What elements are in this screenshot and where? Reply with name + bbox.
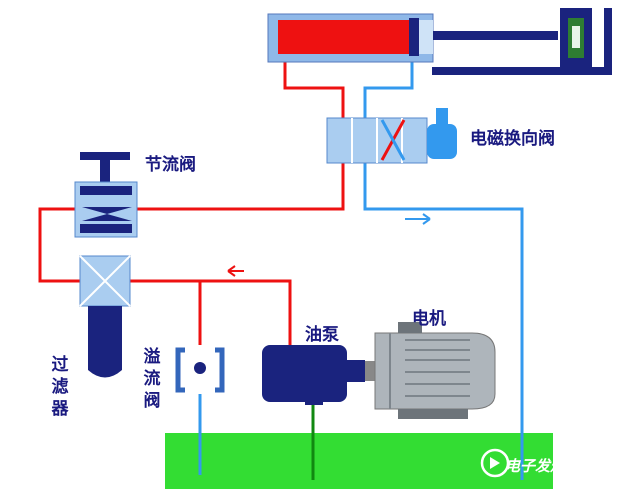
label-motor: 电机 [412,309,446,329]
throttle-valve [74,152,138,238]
watermark-logo [480,448,510,478]
flow-arrow-return [405,213,431,225]
watermark-text: 电子发烧友 [505,457,581,475]
relief-valve [175,345,225,394]
load-clamp [432,8,612,75]
label-relief-valve: 溢流阀 [143,347,161,411]
solenoid-valve [326,108,457,164]
pressure-lines [38,55,345,350]
piston-rod [433,31,558,40]
flow-arrow-pressure [227,265,244,277]
label-throttle-valve: 节流阀 [145,155,196,175]
label-filter: 过滤器 [51,355,69,419]
oil-pump [262,345,365,405]
solenoid-coil [427,124,457,159]
label-solenoid-valve: 电磁换向阀 [470,129,555,149]
hydraulic-cylinder [267,13,558,63]
oil-tank [165,433,553,489]
motor [365,322,496,419]
label-oil-pump: 油泵 [305,325,339,345]
filter [79,255,131,378]
